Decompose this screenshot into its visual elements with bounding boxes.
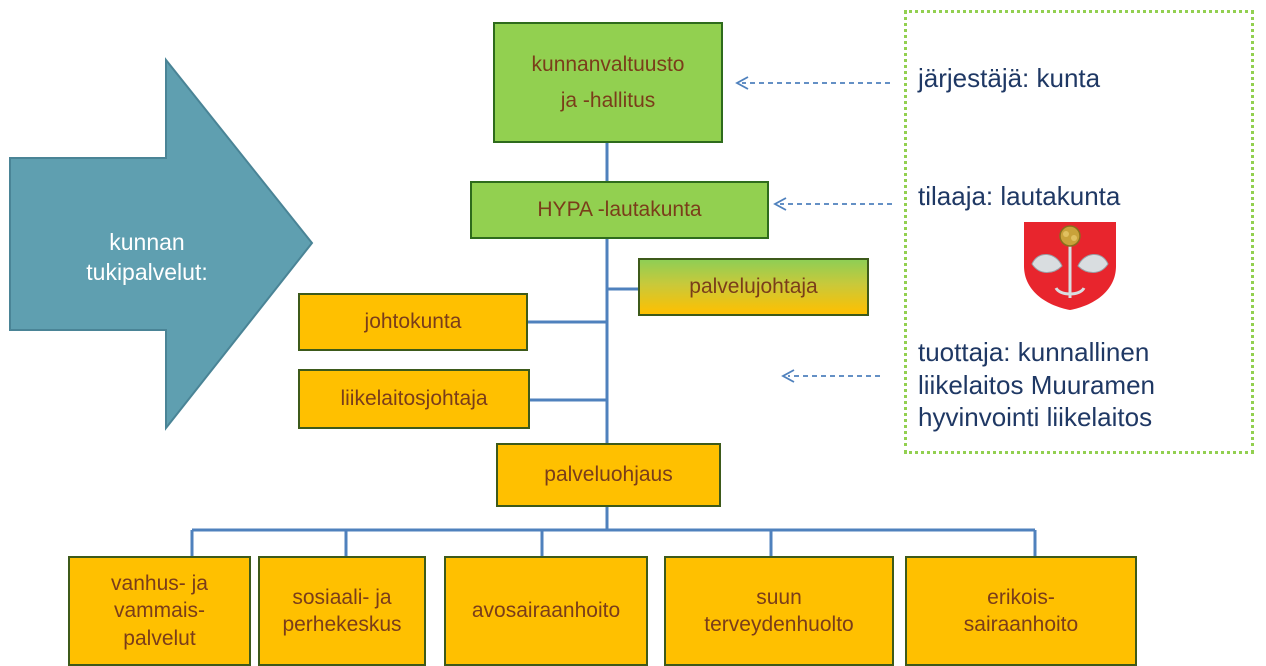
unit-2-line1: sosiaali- ja [292,585,392,609]
unit-box: avosairaanhoito [444,556,648,666]
arrow-label-line1: kunnan [109,229,185,255]
unit-box: sosiaali- ja perhekeskus [258,556,426,666]
producer-line3: hyvinvointi liikelaitos [918,402,1153,432]
directorate-box: johtokunta [298,293,528,351]
producer-line2: liikelaitos Muuramen [918,369,1155,400]
enterprise-director-box: liikelaitosjohtaja [298,369,530,429]
unit-5-line2: sairaanhoito [963,613,1079,636]
unit-4-line1: suun [756,585,802,609]
coat-of-arms-icon [1024,222,1116,310]
dashed-arrowhead-producer [781,369,795,383]
producer-text: tuottaja: kunnallinen liikelaitos Muuram… [918,336,1155,434]
unit-1-line3: palvelut [123,626,196,650]
organizer-text: järjestäjä: kunta [918,63,1101,93]
leaf-left-icon [1031,254,1063,273]
unit-box: erikois- sairaanhoito [905,556,1137,666]
orderer-text: tilaaja: lautakunta [918,181,1121,211]
arrow-label-line2: tukipalvelut: [86,258,208,285]
dashed-arrowhead-orderer [773,197,787,211]
council-box-line2: ja -hallitus [560,88,656,112]
service-guidance-box: palveluohjaus [496,443,721,507]
big-arrow-shape [9,57,314,431]
producer-line1: tuottaja: kunnallinen [918,337,1150,367]
service-director-box: palvelujohtaja [638,258,869,316]
unit-4-line2: terveydenhuolto [704,613,854,636]
unit-box: suun terveydenhuolto [664,556,894,666]
council-box: kunnanvaltuusto ja -hallitus [493,22,723,143]
big-arrow [9,57,314,431]
roles-panel [904,10,1254,454]
dashed-arrowhead-organizer [735,76,749,90]
unit-box: vanhus- ja vammais- palvelut [68,556,251,666]
leaf-right-icon [1077,254,1109,273]
unit-1-line1: vanhus- ja [111,572,208,596]
board-box: HYPA -lautakunta [470,181,769,239]
anchor-icon [1054,287,1086,298]
arrow-label: kunnan tukipalvelut: [62,228,232,288]
council-box-line1: kunnanvaltuusto [531,53,685,77]
unit-1-line2: vammais- [113,599,205,623]
unit-2-line2: perhekeskus [282,613,402,636]
unit-3-line1: avosairaanhoito [471,599,621,623]
unit-5-line1: erikois- [987,585,1055,609]
flower-icon [1059,225,1081,247]
